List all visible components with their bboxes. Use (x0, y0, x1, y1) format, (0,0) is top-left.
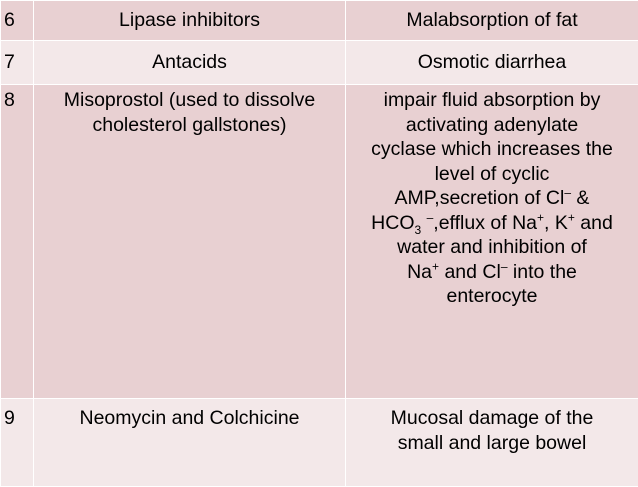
effect-cell: Malabsorption of fat (346, 1, 638, 41)
drug-name: Antacids (34, 50, 345, 75)
effect-text: level of cyclic (435, 163, 550, 185)
effect-line: enterocyte (346, 284, 638, 309)
drug-name: Neomycin and Colchicine (34, 406, 345, 431)
table-row: 7 Antacids Osmotic diarrhea (1, 41, 638, 85)
effect-text: AMP,secretion of Cl (395, 187, 565, 209)
effect-line: cyclase which increases the (346, 137, 638, 162)
effect-text: enterocyte (446, 285, 537, 307)
effect-text: into the (508, 261, 577, 283)
effect-text: water and inhibition of (397, 236, 587, 258)
table-row: 6 Lipase inhibitors Malabsorption of fat (1, 1, 638, 41)
effect-line: HCO3 –,efflux of Na+, K+ and (346, 211, 638, 236)
effect-text: & (571, 187, 589, 209)
drug-cell: Neomycin and Colchicine (34, 399, 346, 487)
effect-text: ,efflux of Na (433, 212, 537, 234)
effect-text: impair fluid absorption by (384, 89, 601, 111)
effect-cell: Mucosal damage of the small and large bo… (346, 399, 638, 487)
drug-name: Misoprostol (used to dissolve cholestero… (34, 88, 345, 137)
drug-cell: Lipase inhibitors (34, 1, 346, 41)
superscript-charge: – (564, 186, 571, 200)
row-number: 9 (1, 399, 34, 487)
row-number: 8 (1, 85, 34, 399)
drug-cell: Antacids (34, 41, 346, 85)
superscript-charge: + (432, 259, 439, 273)
superscript-charge: – (501, 259, 508, 273)
effect-text: Malabsorption of fat (346, 8, 638, 33)
effect-line: level of cyclic (346, 162, 638, 187)
drug-cell: Misoprostol (used to dissolve cholestero… (34, 85, 346, 399)
effect-line: activating adenylate (346, 113, 638, 138)
superscript-charge: + (537, 210, 544, 224)
effect-cell: Osmotic diarrhea (346, 41, 638, 85)
effect-text: and Cl (439, 261, 501, 283)
effect-text: Na (407, 261, 432, 283)
drug-name: Lipase inhibitors (34, 8, 345, 33)
effect-text: cyclase which increases the (371, 138, 613, 160)
effect-cell: impair fluid absorption by activating ad… (346, 85, 638, 399)
effect-text: activating adenylate (406, 114, 578, 136)
table-row: 8 Misoprostol (used to dissolve choleste… (1, 85, 638, 399)
effect-line: Na+ and Cl– into the (346, 260, 638, 285)
effect-text: HCO (371, 212, 414, 234)
row-number: 6 (1, 1, 34, 41)
effect-line: impair fluid absorption by (346, 88, 638, 113)
effect-text: and (575, 212, 613, 234)
effect-line: AMP,secretion of Cl– & (346, 186, 638, 211)
superscript-charge: + (568, 210, 575, 224)
table-row: 9 Neomycin and Colchicine Mucosal damage… (1, 399, 638, 487)
effect-text: , K (544, 212, 568, 234)
row-number: 7 (1, 41, 34, 85)
effect-text: Mucosal damage of the small and large bo… (346, 406, 638, 455)
effect-text: Osmotic diarrhea (346, 50, 638, 75)
effect-line: water and inhibition of (346, 235, 638, 260)
